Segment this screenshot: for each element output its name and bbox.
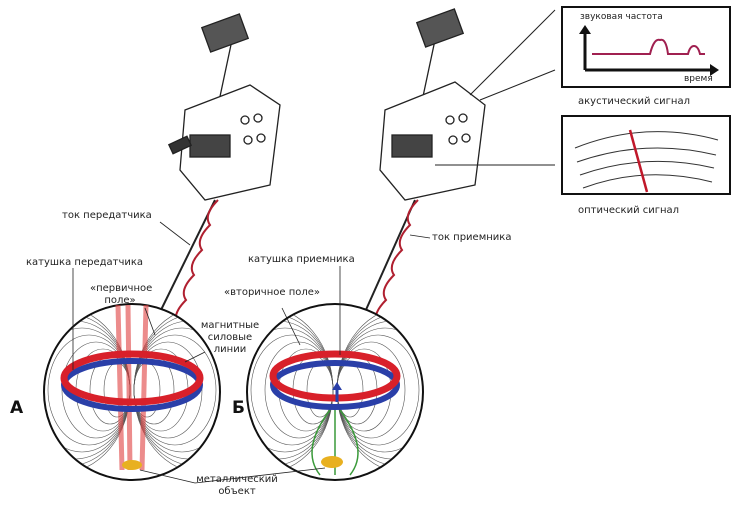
- optical-meter: [561, 115, 731, 195]
- acoustic-graph: [561, 6, 731, 88]
- optical-signal-label: оптический сигнал: [578, 205, 680, 216]
- primary-field-line1: «первичное: [90, 283, 153, 294]
- transmitter-coil-label: катушка передатчика: [26, 257, 144, 268]
- time-label: время: [684, 74, 713, 84]
- field-lines-line2: силовые: [207, 332, 253, 343]
- signal-line: [592, 38, 705, 55]
- meter-needle: [628, 129, 649, 193]
- receiver-current-label: ток приемника: [432, 232, 512, 243]
- metal-object-line1: металлический: [196, 474, 278, 485]
- primary-field-line2: поле»: [104, 295, 136, 306]
- metal-object-a: [122, 460, 142, 470]
- detector-a: [159, 13, 281, 326]
- panel-a-label: А: [10, 398, 24, 418]
- sound-frequency-label: звуковая частота: [580, 12, 663, 22]
- field-lines-line3: линии: [213, 344, 247, 355]
- receiver-coil-label: катушка приемника: [248, 254, 355, 265]
- metal-object-line2: объект: [218, 486, 256, 497]
- transmitter-current-label: ток передатчика: [62, 210, 152, 221]
- secondary-field-label: «вторичное поле»: [224, 287, 321, 298]
- panel-b-label: Б: [232, 398, 245, 418]
- leader-lines: [72, 221, 431, 484]
- field-lines-line1: магнитные: [200, 320, 260, 331]
- acoustic-signal-label: акустический сигнал: [578, 96, 690, 107]
- detector-b: [364, 8, 556, 326]
- metal-object-b: [321, 456, 343, 468]
